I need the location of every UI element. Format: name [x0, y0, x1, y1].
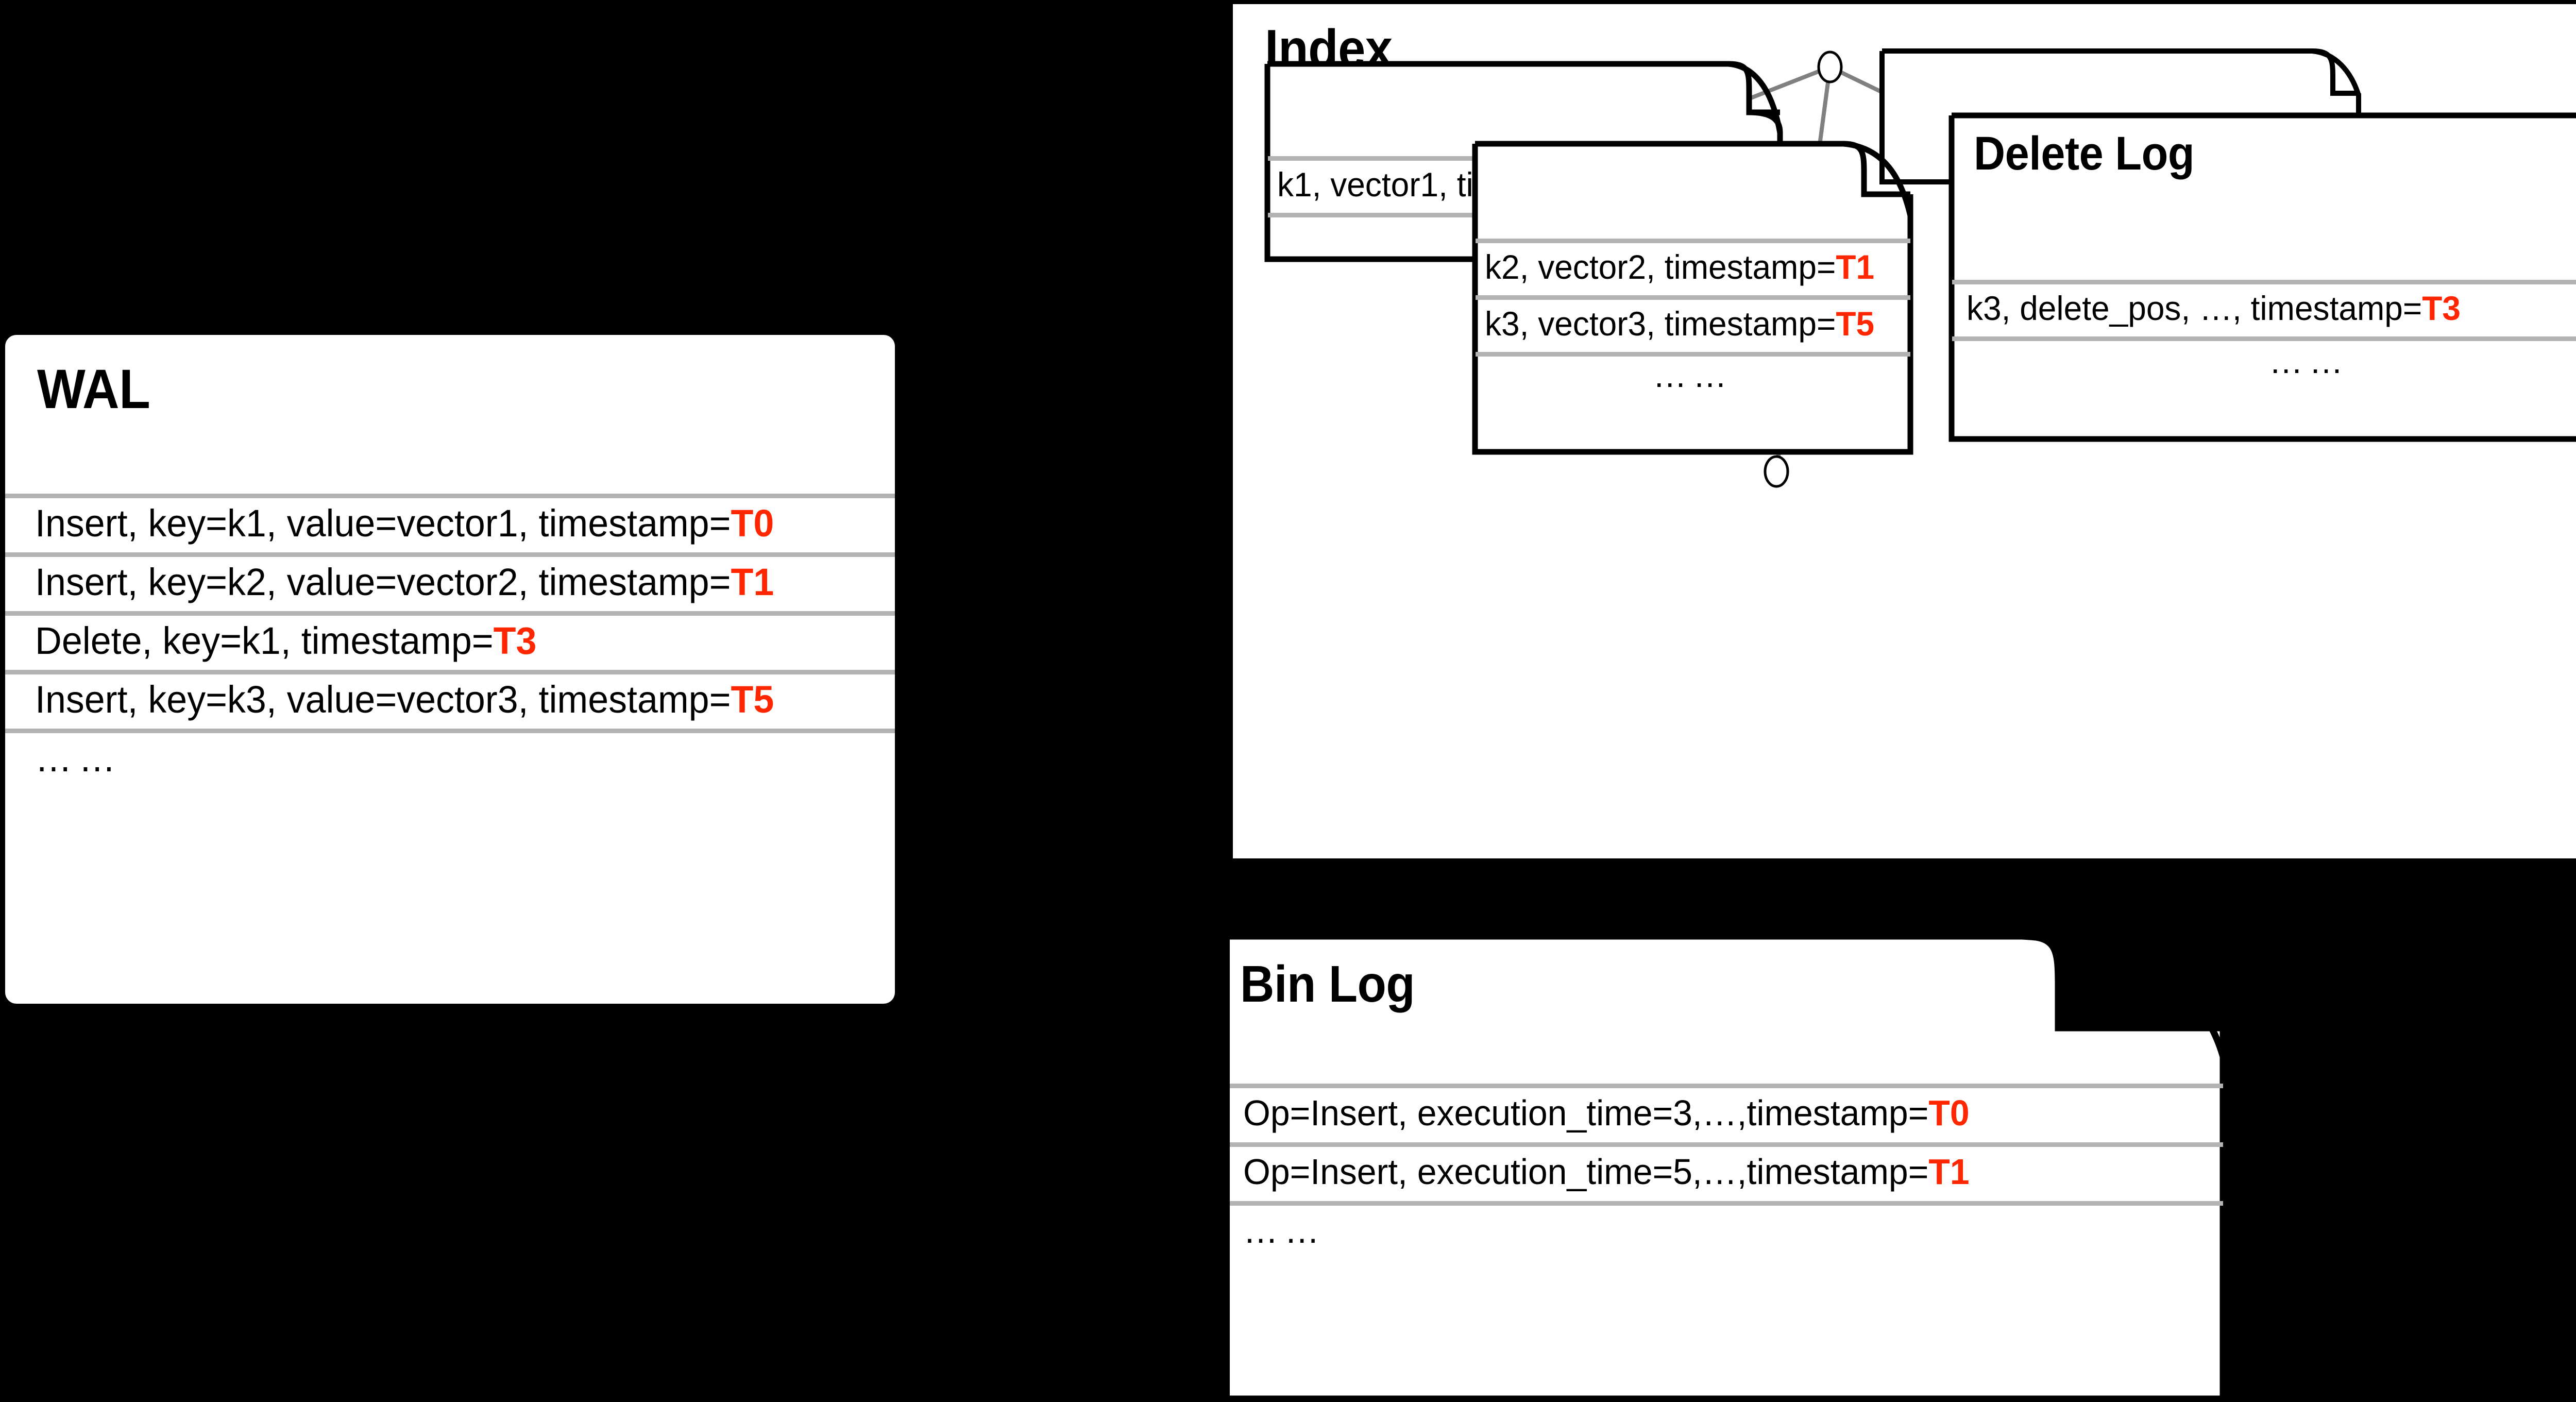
bin-log-row-timestamp: T1: [1928, 1152, 1970, 1192]
wal-row-timestamp: T3: [493, 619, 537, 662]
bin-log-document: Bin Log Op=Insert, execution_time=3,…,ti…: [1229, 933, 2227, 1402]
leaf-k2k3-row-text: k3, vector3, timestamp=: [1485, 305, 1836, 343]
delete-log-separator: [1952, 336, 2576, 341]
wal-separator: [5, 494, 895, 498]
index-leaf-k2k3: k2, vector2, timestamp=T1 k3, vector3, t…: [1472, 141, 1913, 455]
wal-row-text: Insert, key=k1, value=vector1, timestamp…: [35, 501, 731, 545]
wal-row: Insert, key=k3, value=vector3, timestamp…: [35, 670, 774, 729]
wal-title: WAL: [37, 358, 150, 420]
wal-row: ……: [35, 729, 122, 787]
wal-row: Delete, key=k1, timestamp=T3: [35, 611, 536, 670]
bin-log-row-text: Op=Insert, execution_time=5,…,timestamp=: [1243, 1152, 1929, 1192]
delete-log-row-text: k3, delete_pos, …, timestamp=: [1967, 289, 2422, 327]
bin-log-row: ……: [1243, 1201, 1326, 1260]
wal-separator: [5, 729, 895, 733]
bin-log-row-text: Op=Insert, execution_time=3,…,timestamp=: [1243, 1093, 1929, 1133]
leaf-k2k3-row: k2, vector2, timestamp=T1: [1485, 239, 1874, 295]
leaf-k2k3-row-text: ……: [1653, 356, 1733, 394]
leaf-k2k3-row: k3, vector3, timestamp=T5: [1485, 295, 1874, 352]
wal-separator: [5, 552, 895, 557]
wal-row: Insert, key=k2, value=vector2, timestamp…: [35, 552, 774, 611]
doc-shape-icon: [1230, 933, 2227, 1402]
leaf-k2k3-row-timestamp: T5: [1836, 305, 1875, 343]
wal-row: Insert, key=k1, value=vector1, timestamp…: [35, 494, 774, 552]
doc-shape-icon: [1948, 112, 2576, 442]
bin-log-row: Op=Insert, execution_time=5,…,timestamp=…: [1243, 1142, 1970, 1201]
bin-log-row: Op=Insert, execution_time=3,…,timestamp=…: [1243, 1084, 1970, 1142]
leaf-k2k3-separator: [1476, 352, 1910, 357]
wal-panel: WAL Insert, key=k1, value=vector1, times…: [5, 335, 895, 1004]
delete-log-row: ……: [1952, 336, 2576, 385]
bottom-child-node: [1764, 455, 1789, 488]
wal-separator: [5, 670, 895, 674]
delete-log-row-timestamp: T3: [2422, 289, 2461, 327]
wal-row-timestamp: T1: [731, 560, 774, 603]
index-panel: Index: [1233, 4, 2576, 858]
bin-log-separator: [1230, 1201, 2223, 1206]
leaf-k2k3-separator: [1476, 239, 1910, 243]
delete-log-title: Delete Log: [1974, 127, 2195, 180]
leaf-k2k3-separator: [1476, 295, 1910, 300]
delete-log-separator: [1952, 280, 2576, 284]
delete-log-document: Delete Log k3, delete_pos, …, timestamp=…: [1948, 112, 2576, 442]
delete-log-row: k3, delete_pos, …, timestamp=T3: [1967, 280, 2461, 336]
wal-row-text: Insert, key=k2, value=vector2, timestamp…: [35, 560, 731, 603]
bin-log-separator: [1230, 1084, 2223, 1088]
wal-separator: [5, 611, 895, 616]
leaf-k2k3-row-timestamp: T1: [1836, 248, 1875, 286]
bin-log-separator: [1230, 1142, 2223, 1147]
wal-row-timestamp: T0: [731, 501, 774, 545]
bin-log-title: Bin Log: [1240, 955, 1415, 1013]
leaf-k2k3-row: ……: [1476, 352, 1910, 398]
leaf-k2k3-row-text: k2, vector2, timestamp=: [1485, 248, 1836, 286]
wal-row-text: Insert, key=k3, value=vector3, timestamp…: [35, 678, 731, 721]
wal-row-timestamp: T5: [731, 678, 774, 721]
bin-log-row-text: ……: [1243, 1210, 1326, 1251]
delete-log-row-text: ……: [2269, 342, 2349, 380]
wal-row-text: Delete, key=k1, timestamp=: [35, 619, 494, 662]
bin-log-row-timestamp: T0: [1928, 1093, 1970, 1133]
wal-row-text: ……: [35, 736, 123, 780]
root-node: [1817, 50, 1843, 83]
